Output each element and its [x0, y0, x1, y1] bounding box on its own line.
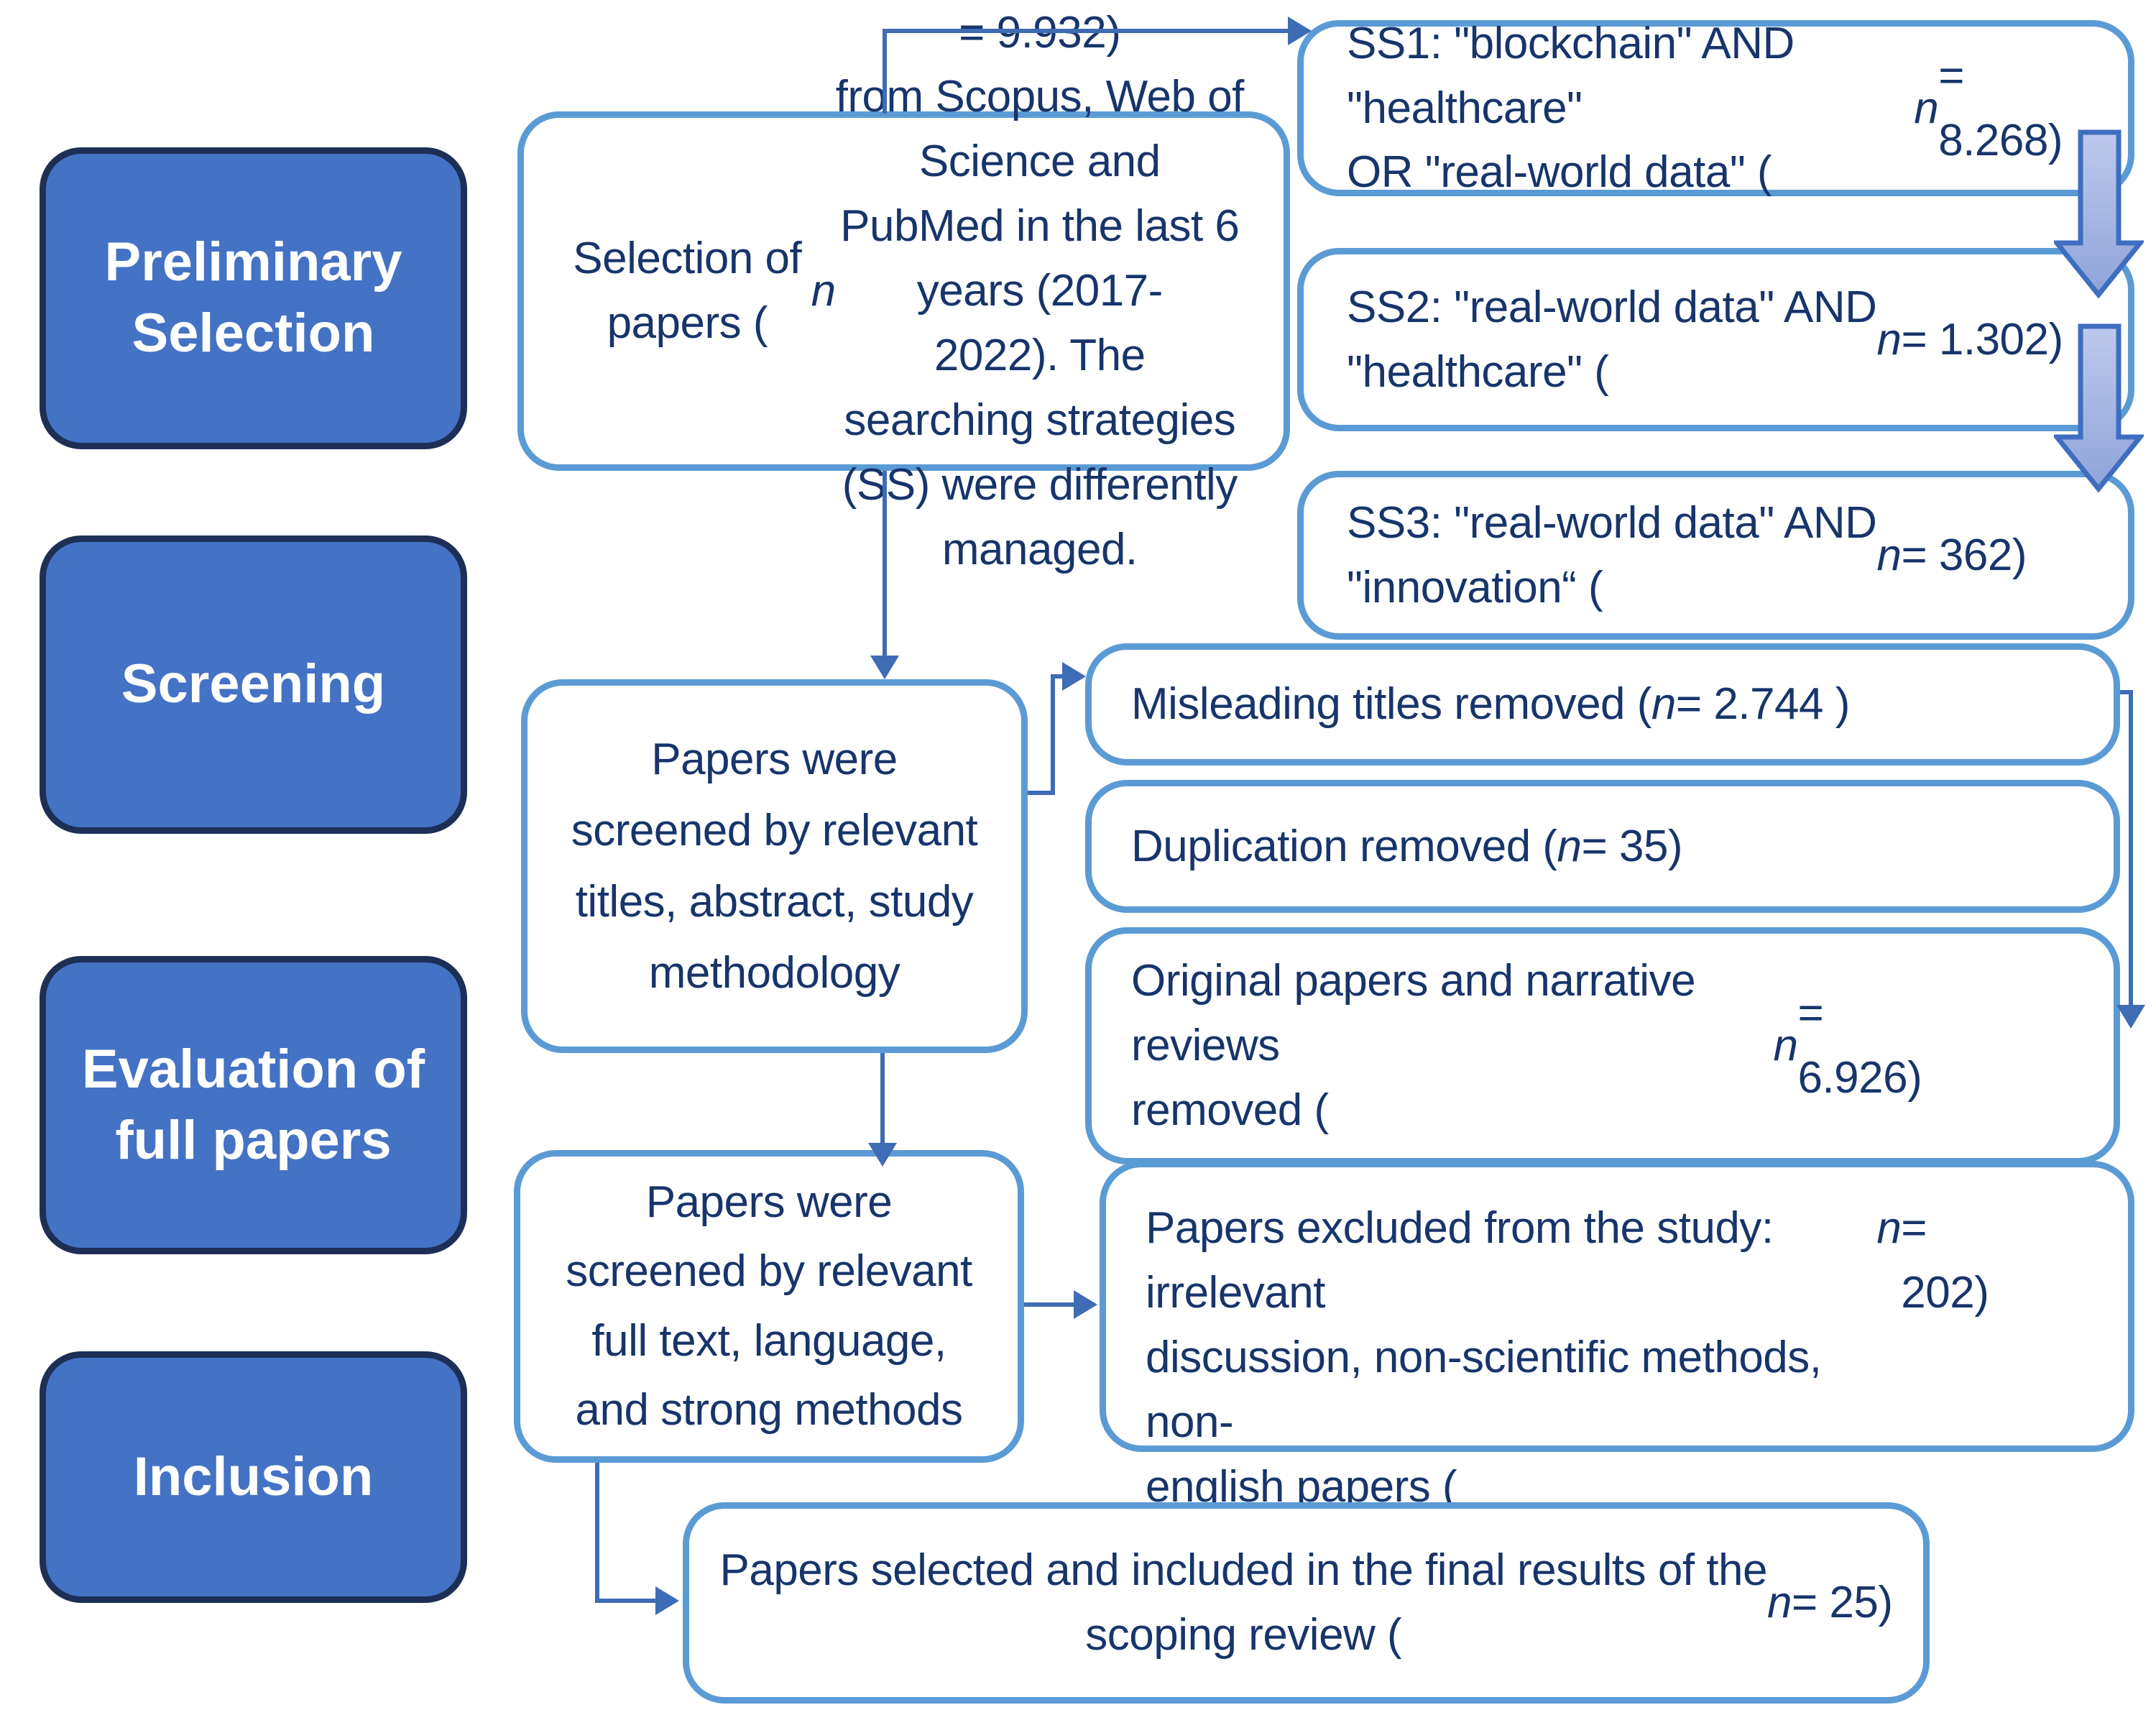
block-arrow-ss1-to-ss2	[2054, 129, 2144, 298]
connector-fulltext-to-excluded-horizontal	[1024, 1302, 1078, 1307]
connector-screening-to-misleading-arrowhead	[1062, 662, 1086, 691]
block-arrow-ss2-to-ss3	[2054, 323, 2144, 492]
connector-fulltext-to-final-arrowhead	[655, 1586, 679, 1615]
box-search-strategy-ss1: SS1: "blockchain" AND "healthcare" OR "r…	[1297, 19, 2134, 197]
stage-label: Screening	[121, 653, 386, 715]
box-selection-of-papers: Selection of papers (n = 9.932) from Sco…	[517, 8, 1290, 574]
connector-screening-to-misleading-horizontal	[1051, 674, 1065, 679]
stage-label: Inclusion	[133, 1445, 374, 1507]
connector-screening-to-misleading-stub	[1028, 791, 1055, 795]
connector-titles-to-fulltext-vertical	[880, 1053, 885, 1146]
connector-selection-to-screening-arrowhead	[870, 656, 899, 679]
connector-screening-to-misleading-vertical	[1051, 674, 1055, 795]
connector-selection-to-screening-vertical	[883, 471, 887, 658]
stage-label: Evaluation of full papers	[81, 1038, 425, 1171]
stage-box-inclusion: Inclusion	[40, 1351, 467, 1603]
box-screened-by-full-text: Papers were screened by relevant full te…	[514, 1150, 1024, 1463]
connector-selection-to-ss1-arrowhead	[1288, 17, 1312, 45]
stage-label: Preliminary Selection	[104, 231, 402, 364]
stage-box-evaluation-of-full-papers: Evaluation of full papers	[40, 956, 467, 1254]
connector-selection-to-ss1-horizontal	[883, 29, 1296, 33]
connector-fulltext-to-excluded-arrowhead	[1074, 1290, 1097, 1319]
box-screened-by-titles: Papers were screened by relevant titles,…	[521, 679, 1028, 1053]
connector-titles-to-fulltext-arrowhead	[868, 1143, 897, 1167]
connector-misleading-down-vertical	[2129, 690, 2133, 1008]
stage-box-screening: Screening	[40, 535, 467, 834]
box-original-papers-removed: Original papers and narrative reviews re…	[1085, 927, 2120, 1164]
connector-fulltext-to-final-horizontal	[595, 1599, 658, 1603]
connector-misleading-down-stub	[2120, 690, 2133, 694]
connector-fulltext-to-final-vertical	[595, 1463, 599, 1603]
box-duplication-removed: Duplication removed (n = 35)	[1085, 780, 2120, 913]
box-search-strategy-ss2: SS2: "real-world data" AND "healthcare" …	[1297, 248, 2134, 431]
box-papers-included-final: Papers selected and included in the fina…	[683, 1502, 1930, 1704]
box-papers-excluded: Papers excluded from the study: irreleva…	[1100, 1161, 2134, 1512]
box-search-strategy-ss3: SS3: "real-world data" AND "innovation“ …	[1297, 471, 2134, 640]
box-misleading-titles-removed: Misleading titles removed (n = 2.744 )	[1085, 643, 2120, 766]
connector-misleading-down-arrowhead	[2116, 1005, 2145, 1029]
stage-box-preliminary-selection: Preliminary Selection	[40, 147, 467, 449]
connector-selection-to-ss1-vertical	[883, 29, 887, 114]
